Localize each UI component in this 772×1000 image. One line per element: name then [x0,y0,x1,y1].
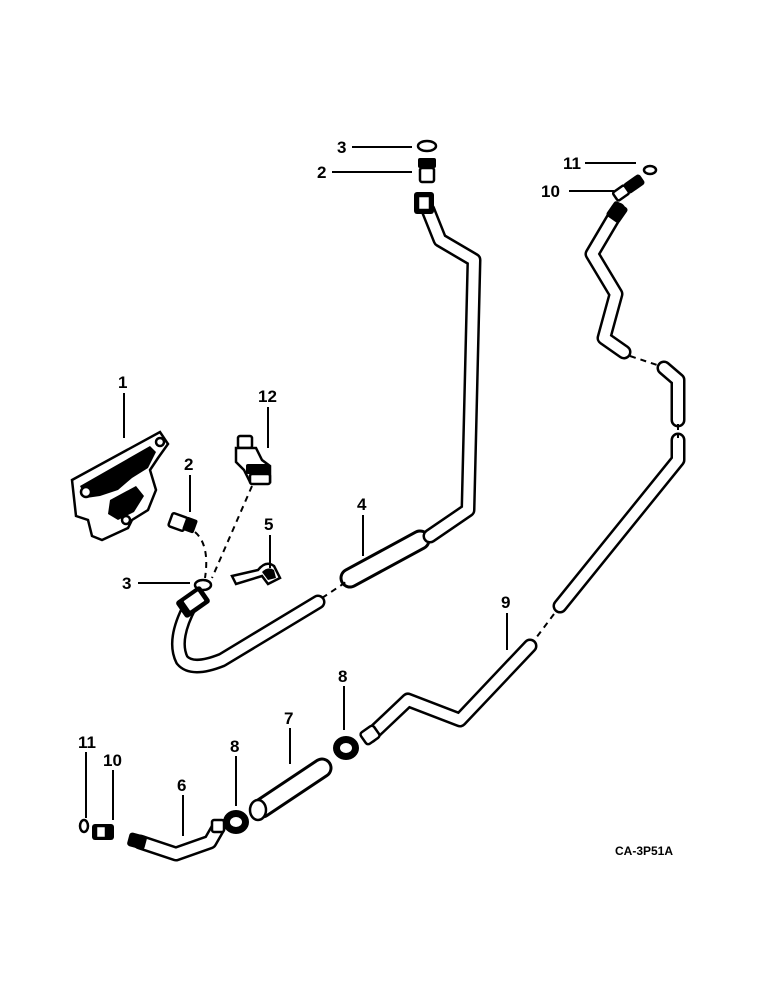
clamp-part-5 [230,562,282,586]
callout-8-upper: 8 [338,667,347,686]
callout-8-lower: 8 [230,737,239,756]
tube-part-9 [359,201,686,746]
tube-part-6 [127,818,226,862]
hose-clamp-part-8-lower [223,810,249,834]
tube-assembly-part-4 [170,192,482,674]
callout-4: 4 [357,495,367,514]
break-dash-9-a [629,355,661,367]
callout-11-lower: 11 [78,733,96,752]
callout-9: 9 [501,593,510,612]
connection-dash-2-3 [194,531,208,579]
leader-lines [85,146,636,836]
callout-10-lower: 10 [103,751,122,770]
bracket-part-1 [70,430,170,542]
o-ring-part-11-lower [78,818,90,834]
callout-3-lower: 3 [122,574,131,593]
callout-labels: 1 2 12 3 5 4 3 2 11 10 9 8 7 8 6 11 10 [78,138,581,795]
callout-2-lower: 2 [184,455,193,474]
hose-clamp-part-8-upper [333,736,359,760]
connector-part-10-upper [611,174,645,202]
elbow-fitting-part-12 [234,434,272,486]
o-ring-part-3-upper [416,139,438,153]
break-dash-4 [321,581,347,599]
connection-dash-12-3 [211,485,253,579]
callout-7: 7 [284,709,293,728]
figure-code: CA-3P51A [615,844,673,858]
adapter-fitting-part-2-upper [418,158,436,184]
callout-10-upper: 10 [541,182,560,201]
callout-5: 5 [264,515,273,534]
callout-6: 6 [177,776,186,795]
connector-part-10-lower [92,824,114,840]
break-dash-9-c [535,613,555,639]
hose-part-7 [248,757,333,822]
callout-2-upper: 2 [317,163,326,182]
o-ring-part-11-upper [642,164,658,176]
callout-1: 1 [118,373,127,392]
adapter-fitting-part-2-lower [167,511,198,534]
callout-12: 12 [258,387,277,406]
callout-3-upper: 3 [337,138,346,157]
callout-11-upper: 11 [563,154,581,173]
